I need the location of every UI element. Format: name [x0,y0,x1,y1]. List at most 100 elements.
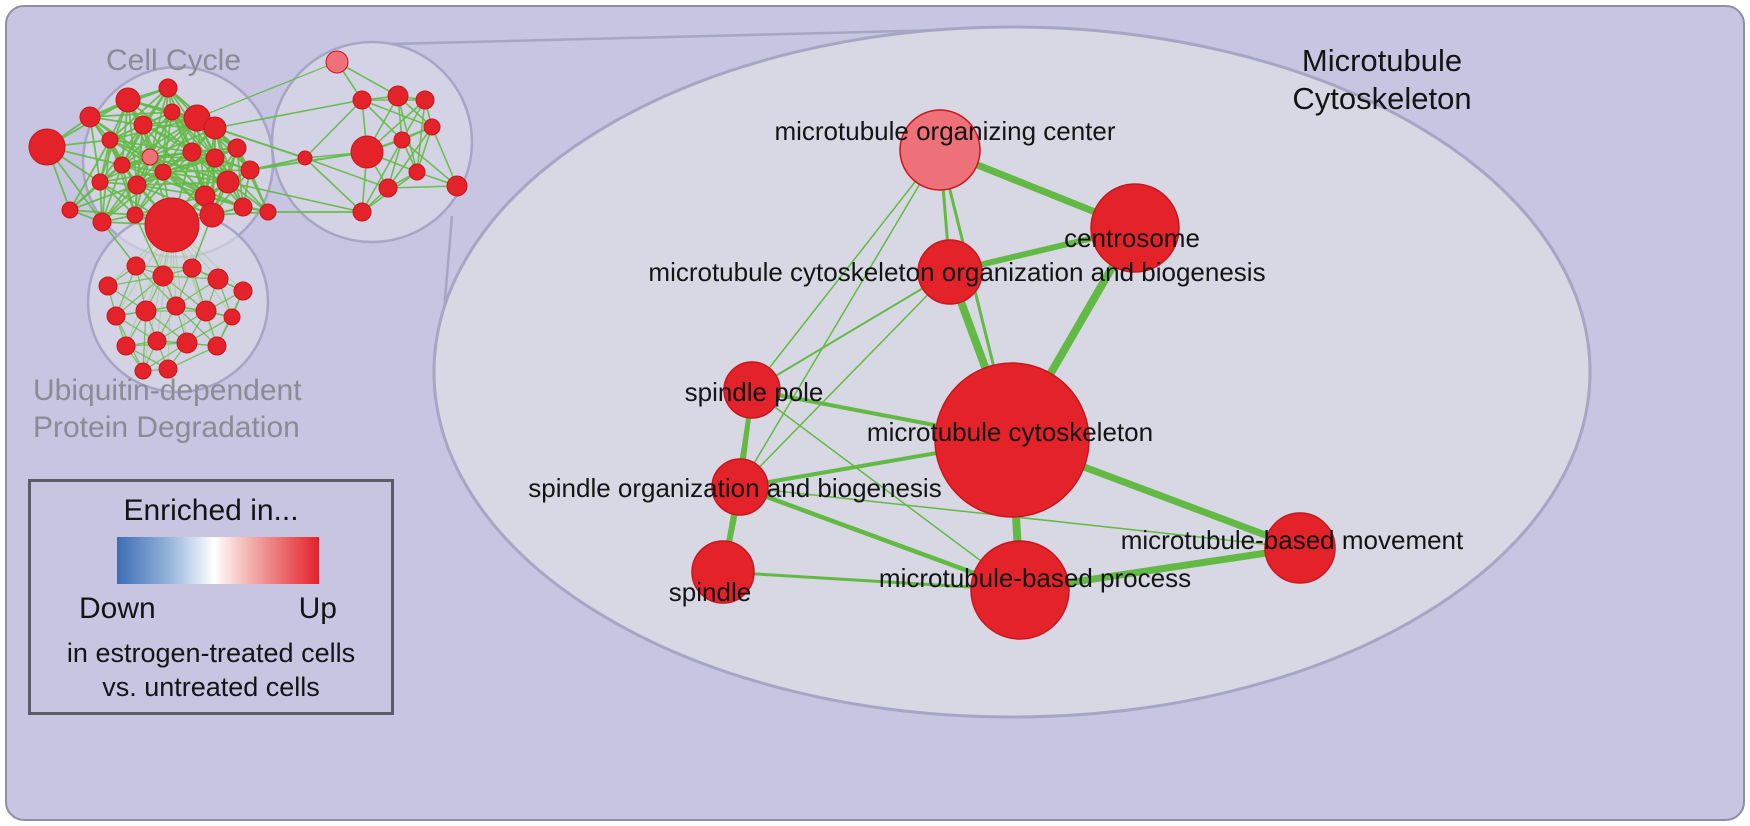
overview-node [106,306,126,326]
overview-node [240,160,260,180]
zoom-node-label-mt-movement: microtubule-based movement [1121,525,1464,555]
zoom-node-label-spindle-org: spindle organization and biogenesis [528,473,941,503]
overview-node [182,142,202,162]
legend-up-label: Up [298,592,337,625]
overview-node [415,90,435,110]
zoom-node-label-mt-process: microtubule-based process [879,563,1191,593]
overview-node [227,138,247,158]
overview-node [127,175,147,195]
overview-node [79,106,101,128]
legend-caption: in estrogen-treated cells vs. untreated … [31,636,391,704]
overview-edge [89,116,101,183]
overview-cross-edge [227,181,363,213]
overview-node [393,131,411,149]
overview-node [91,173,109,191]
zoom-node-label-spindle-pole: spindle pole [685,377,824,407]
overview-node [352,90,372,110]
overview-edge [121,164,206,197]
legend-title: Enriched in... [123,494,299,527]
overview-edge [136,184,206,197]
zoom-node-mt-cytoskeleton [934,362,1090,518]
overview-node [207,268,229,290]
overview-edge [121,117,198,166]
overview-node [195,300,217,322]
zoom-edge-spindle-pole--mt-process [751,389,1021,591]
cluster-label-cell-cycle: Cell Cycle [106,44,242,77]
zoom-edge-mcob--spindle-org [739,271,951,488]
cluster-label-microtubule-cytoskeleton: Microtubule Cytoskeleton [1262,42,1502,118]
zoom-node-centrosome [1090,183,1180,273]
zoom-node-spindle [691,540,755,604]
overview-edge [387,126,433,189]
overview-cross-edge [214,127,306,159]
overview-node [203,116,227,140]
legend-caption-line1: in estrogen-treated cells [66,638,356,668]
overview-edge [69,184,138,211]
cluster-label-ubiquitin: Ubiquitin-dependent Protein Degradation [33,372,302,446]
overview-cross-edge [196,61,338,119]
overview-edge [236,147,244,208]
magnifier-line [389,28,946,46]
zoom-edge-moc--spindle-org [739,149,941,488]
overview-node [92,212,112,232]
overview-node [378,178,398,198]
overview-node [350,135,384,169]
overview-node [147,331,167,351]
overview-node [259,203,277,221]
overview-node [205,148,225,168]
overview-edge [121,111,173,166]
overview-node [115,87,141,113]
overview-node [408,163,426,181]
overview-node [207,336,227,356]
overview-node [98,276,118,296]
overview-edge [149,127,216,158]
overview-node [199,202,225,228]
overview-node [423,118,441,136]
overview-node [158,359,178,379]
zoom-title-line2: Cytoskeleton [1292,81,1472,116]
overview-edge [401,139,458,187]
zoom-node-spindle-pole [723,361,781,419]
overview-edge [361,139,403,213]
overview-edge [121,164,136,216]
overview-node [352,202,372,222]
overview-node [116,336,136,356]
overview-node [101,131,119,149]
zoom-node-label-mt-cytoskeleton: microtubule cytoskeleton [867,417,1153,447]
zoom-node-mt-process [970,540,1070,640]
overview-node [182,258,202,278]
overview-node [126,256,146,276]
overview-node [144,197,200,253]
overview-edge [416,99,426,173]
overview-node [223,308,241,326]
overview-cross-edge [214,99,363,129]
overview-edge [109,87,169,141]
overview-node [113,156,131,174]
overview-edge [99,124,144,183]
overview-edge [361,99,433,128]
overview-node [216,170,240,194]
overview-edge [89,111,173,118]
overview-node [158,78,178,98]
overview-node [152,265,174,287]
overview-node [446,175,468,197]
overview-edge [134,151,193,216]
cluster-label-ubiquitin-line1: Ubiquitin-dependent [33,374,302,407]
zoom-node-label-centrosome: centrosome [1064,223,1200,253]
overview-node [297,150,313,166]
overview-node [166,296,186,316]
zoom-node-mcob [917,239,983,305]
overview-node [126,206,144,224]
overview-edge [431,126,458,187]
zoom-edge-mcob--spindle-pole [751,271,951,391]
cluster-label-ubiquitin-line2: Protein Degradation [33,411,300,444]
legend: Enriched in... Down Up in estrogen-treat… [28,479,394,715]
overview-node [135,300,157,322]
overview-node [387,85,409,107]
overview-edge [69,139,111,211]
legend-caption-line2: vs. untreated cells [102,672,320,702]
zoom-node-spindle-org [711,458,769,516]
overview-edge [336,61,399,97]
overview-edge [304,157,363,213]
